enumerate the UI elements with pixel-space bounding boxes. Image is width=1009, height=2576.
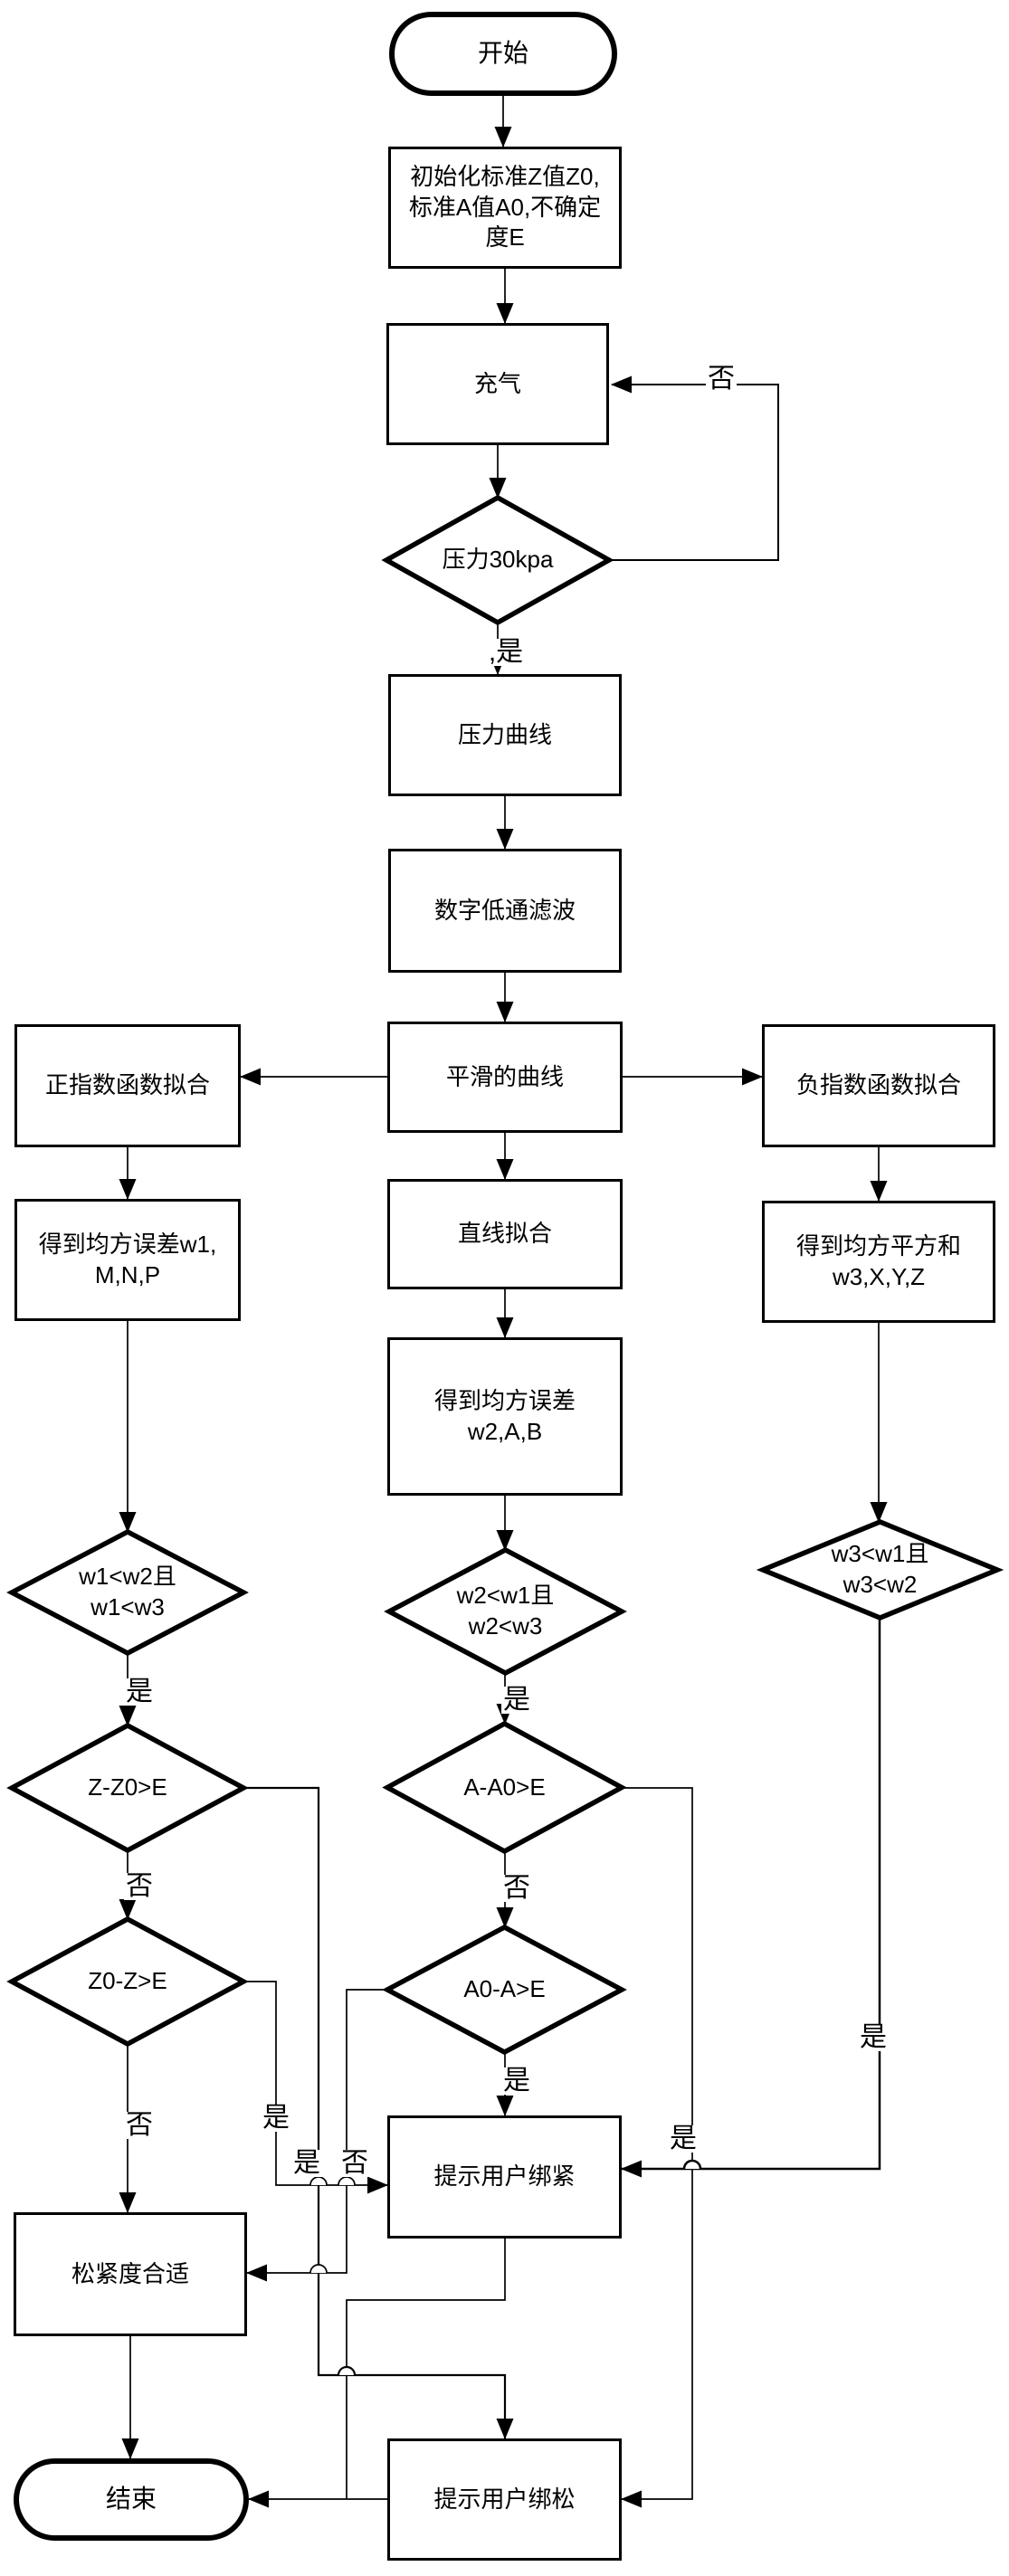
node-w1-result-label: 得到均方误差w1, M,N,P <box>38 1230 217 1288</box>
node-line-fit-label: 直线拟合 <box>457 1220 552 1248</box>
node-a-minus-a0-label: A-A0>E <box>463 1773 546 1801</box>
node-line-fit: 直线拟合 <box>387 1179 623 1289</box>
edge-hop-mask <box>310 2265 327 2273</box>
node-pressure-curve: 压力曲线 <box>388 674 622 796</box>
node-w1-result: 得到均方误差w1, M,N,P <box>14 1199 241 1321</box>
node-prompt-tighten-label: 提示用户绑紧 <box>433 2163 576 2191</box>
node-pressure-30kpa-label: 压力30kpa <box>442 546 554 574</box>
node-tightness-ok-label: 松紧度合适 <box>71 2259 189 2287</box>
node-z0-minus-z: Z0-Z>E <box>12 1919 243 2044</box>
edge-label: 是 <box>261 2103 291 2133</box>
edge-label: 是 <box>668 2124 699 2153</box>
node-init-label: 初始化标准Z值Z0, 标准A值A0,不确定 度E <box>408 162 602 252</box>
node-w1-min: w1<w2且 w1<w3 <box>12 1532 243 1653</box>
edge-label: 否 <box>124 2110 155 2140</box>
edge-hop <box>309 2176 328 2186</box>
edge-label: 否 <box>339 2148 370 2178</box>
node-w2-result: 得到均方误差 w2,A,B <box>387 1337 623 1496</box>
node-end-label: 结束 <box>105 2485 157 2514</box>
edge-hop-mask <box>338 2177 355 2185</box>
node-a-minus-a0: A-A0>E <box>387 1724 622 1851</box>
node-z-minus-z0: Z-Z0>E <box>12 1725 243 1850</box>
node-prompt-loosen-label: 提示用户绑松 <box>433 2485 576 2513</box>
edge-w3min-yes-to-tighten <box>621 1618 881 2178</box>
node-w2-min: w2<w1且 w2<w3 <box>389 1550 622 1673</box>
node-z0-minus-z-label: Z0-Z>E <box>88 1967 167 1995</box>
edge-label: ,是 <box>486 637 526 667</box>
node-prompt-loosen: 提示用户绑松 <box>387 2438 622 2561</box>
edge-label: 是 <box>501 2066 532 2096</box>
node-tightness-ok: 松紧度合适 <box>14 2212 247 2336</box>
edge-label: 否 <box>706 364 737 394</box>
edge-hop <box>338 2176 356 2186</box>
edge-label: 是 <box>291 2148 322 2178</box>
node-neg-exp-fit-label: 负指数函数拟合 <box>795 1071 961 1099</box>
node-a0-minus-a-shape <box>382 1924 627 2056</box>
edge-zz0-yes-to-loosen <box>243 1786 514 2439</box>
node-lowpass-filter-label: 数字低通滤波 <box>433 896 576 924</box>
node-init: 初始化标准Z值Z0, 标准A值A0,不确定 度E <box>388 147 622 269</box>
edge-hop <box>337 2365 357 2376</box>
node-w2-min-label: w2<w1且 w2<w3 <box>456 1582 555 1640</box>
node-a0-minus-a: A0-A>E <box>387 1927 622 2052</box>
node-w2-result-label: 得到均方误差 w2,A,B <box>433 1386 576 1445</box>
edge-hop <box>309 2264 328 2274</box>
node-start-label: 开始 <box>477 39 528 68</box>
node-pos-exp-fit-label: 正指数函数拟合 <box>44 1071 210 1099</box>
edge-pressure30-no-loop <box>609 375 779 561</box>
edge-label: 是 <box>124 1677 155 1706</box>
node-w3-result-label: 得到均方平方和 w3,X,Y,Z <box>795 1231 961 1290</box>
node-prompt-tighten: 提示用户绑紧 <box>387 2115 622 2239</box>
node-neg-exp-fit: 负指数函数拟合 <box>762 1024 995 1147</box>
node-pressure-curve-label: 压力曲线 <box>457 720 552 748</box>
node-w1-min-label: w1<w2且 w1<w3 <box>79 1563 176 1621</box>
node-smooth-curve-label: 平滑的曲线 <box>445 1062 564 1090</box>
edge-tighten-to-end-join <box>346 2239 506 2499</box>
edge-a0a-no-to-ok <box>246 1989 387 2282</box>
node-start: 开始 <box>389 12 617 96</box>
node-inflate-label: 充气 <box>473 369 521 397</box>
node-w1-min-shape <box>6 1528 249 1657</box>
node-w3-min-shape <box>756 1519 1004 1621</box>
edge-label: 是 <box>501 1685 532 1715</box>
node-w3-result: 得到均方平方和 w3,X,Y,Z <box>762 1201 995 1323</box>
node-inflate: 充气 <box>386 323 609 445</box>
node-lowpass-filter: 数字低通滤波 <box>388 849 622 973</box>
node-w3-min: w3<w1且 w3<w2 <box>763 1522 997 1618</box>
node-end: 结束 <box>14 2458 249 2541</box>
edge-label: 否 <box>124 1871 155 1901</box>
node-smooth-curve: 平滑的曲线 <box>387 1022 623 1133</box>
node-z-minus-z0-label: Z-Z0>E <box>88 1773 167 1801</box>
node-pos-exp-fit: 正指数函数拟合 <box>14 1024 241 1147</box>
node-a0-minus-a-label: A0-A>E <box>463 1975 546 2003</box>
edge-hop-mask <box>310 2177 327 2185</box>
node-w2-min-shape <box>384 1546 627 1677</box>
edge-label: 是 <box>858 2022 889 2052</box>
edge-hop <box>682 2159 702 2170</box>
edge-z0z-yes-to-tighten <box>243 1981 388 2194</box>
node-w3-min-label: w3<w1且 w3<w2 <box>831 1540 929 1598</box>
node-pressure-30kpa: 压力30kpa <box>386 498 609 623</box>
edge-label: 否 <box>501 1873 532 1903</box>
